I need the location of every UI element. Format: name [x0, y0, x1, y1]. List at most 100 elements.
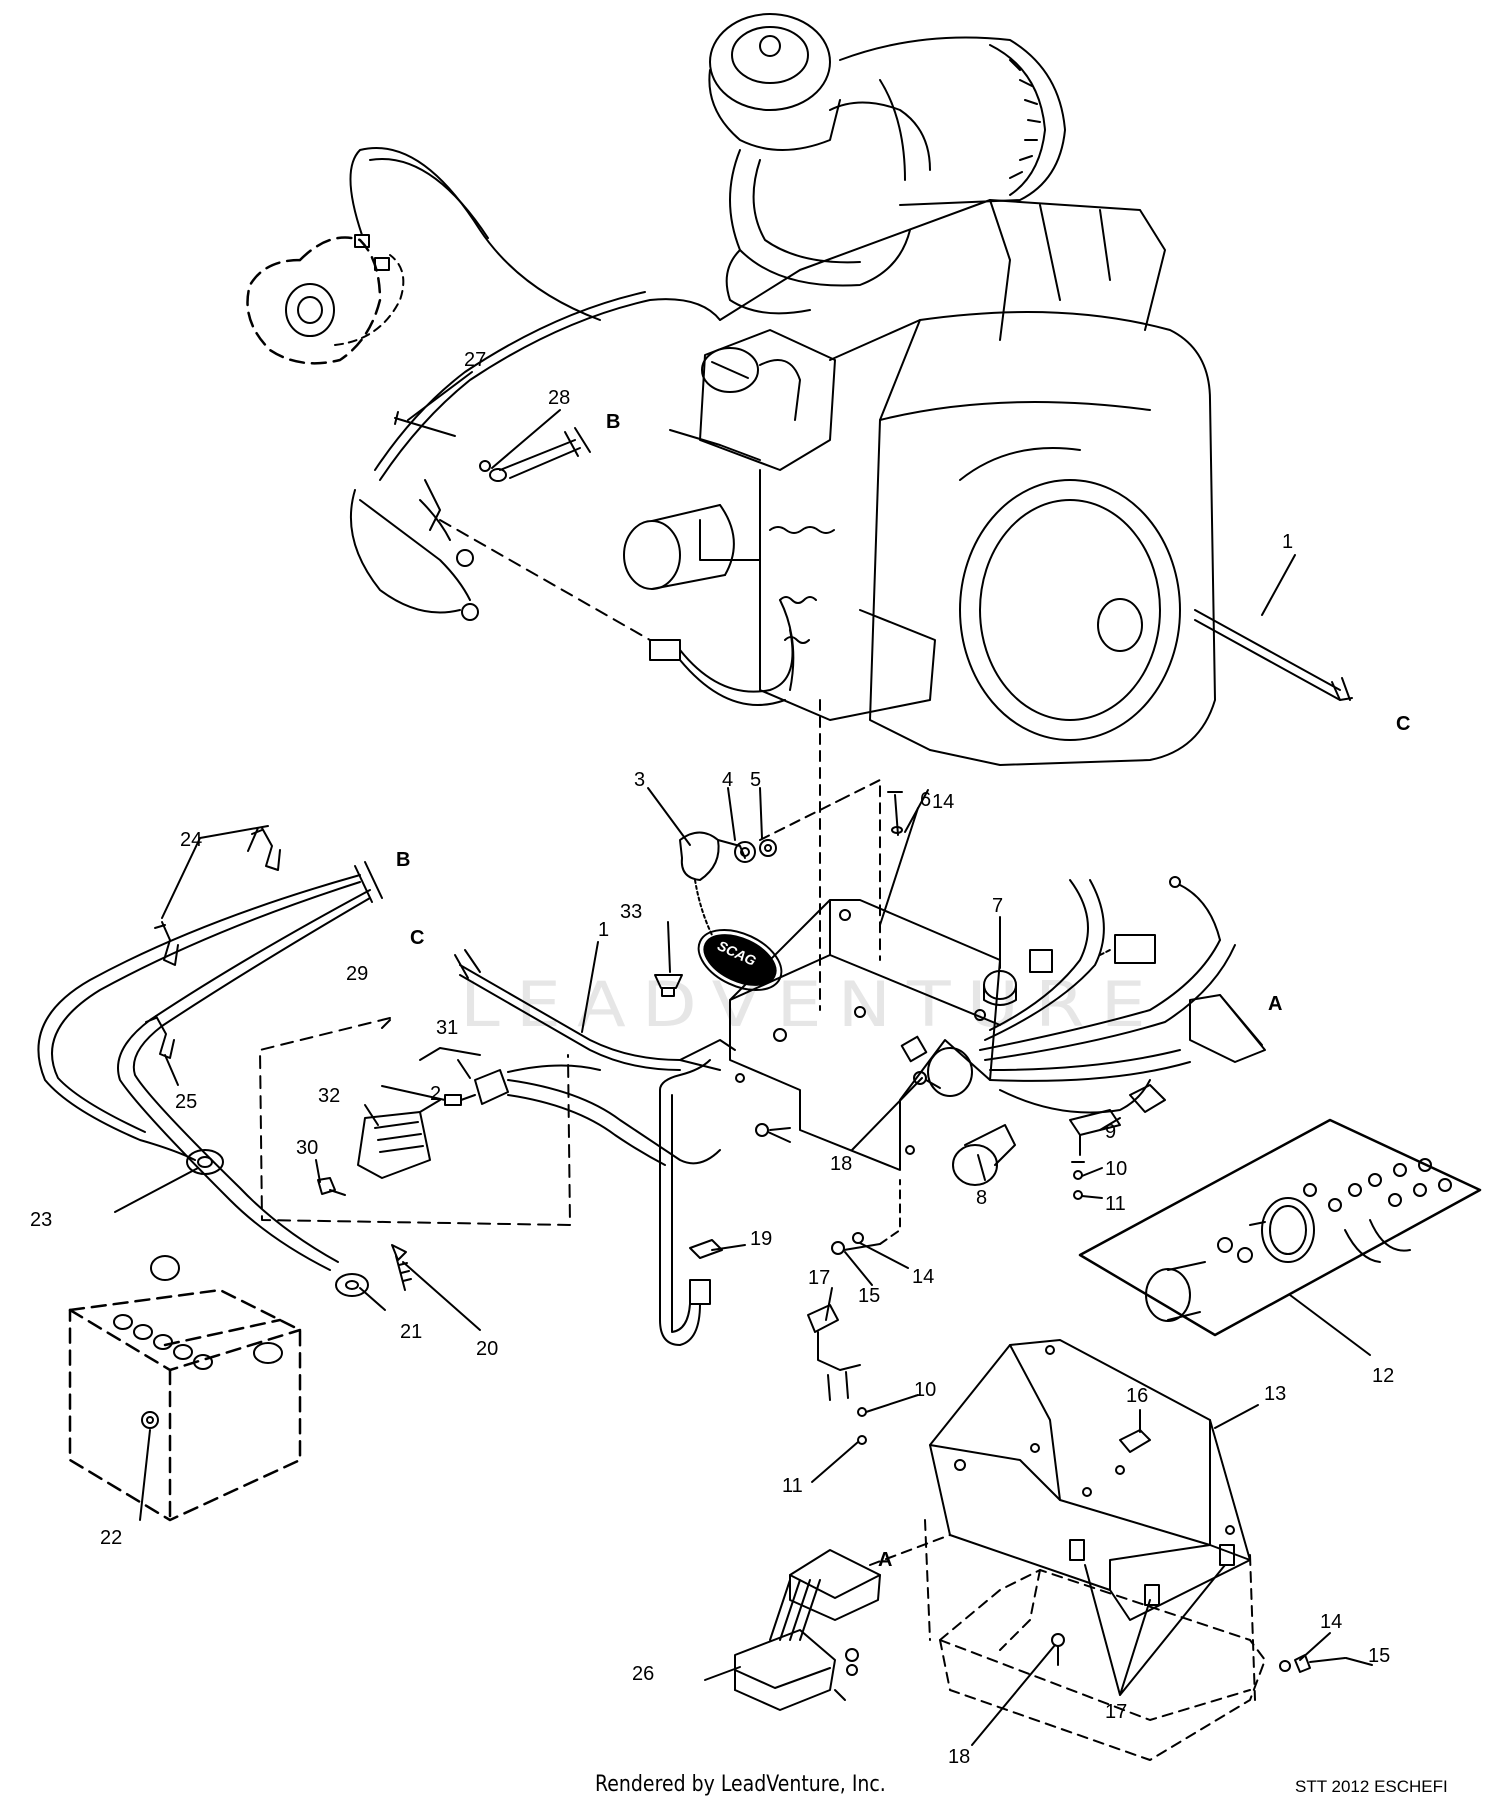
part-labels: 1 1 2 3 4 5 6 7 8 9 10 10 11 11 12 13 14… [30, 349, 1394, 1768]
hardware-kit-item-12 [1078, 1118, 1482, 1337]
screw-item-18-lower [1051, 1633, 1065, 1666]
control-panel-bracket [729, 699, 1001, 1171]
air-cleaner-housing [839, 36, 1066, 206]
nut-item-16 [1119, 1429, 1151, 1453]
connector-item-31 [474, 1069, 509, 1105]
label-part-12: 12 [1372, 1365, 1394, 1387]
indicator-light-item-33 [654, 974, 683, 997]
ref-letter-c: C [410, 927, 424, 949]
label-part-23: 23 [30, 1209, 52, 1231]
ref-letter-c: C [1396, 713, 1410, 735]
label-part-14: 14 [932, 791, 954, 813]
label-part-4: 4 [722, 769, 733, 791]
label-part-6: 6 [920, 789, 931, 811]
starter-body [759, 559, 936, 721]
harness-item-29-box [259, 1017, 721, 1226]
label-part-28: 28 [548, 387, 570, 409]
cable-1-right [1194, 609, 1353, 701]
ground-strap-item-28 [394, 411, 591, 482]
label-part-24: 24 [180, 829, 202, 851]
label-part-16: 16 [1126, 1385, 1148, 1407]
engine-harness [349, 291, 794, 706]
control-box-cover [869, 1519, 1266, 1761]
key-tag [697, 928, 783, 992]
label-part-7: 7 [992, 895, 1003, 917]
label-part-33: 33 [620, 901, 642, 923]
air-cleaner-cap [709, 13, 831, 111]
label-part-22: 22 [100, 1527, 122, 1549]
oil-filter [623, 520, 681, 590]
relay-item-9 [1069, 1109, 1121, 1200]
label-part-10: 10 [1105, 1158, 1127, 1180]
stator-lead-wire [349, 146, 601, 321]
label-part-15: 15 [1368, 1645, 1390, 1667]
ref-letter-a: A [878, 1549, 892, 1571]
connector-a [1189, 994, 1266, 1063]
leader-lines [114, 371, 1373, 1746]
ignition-switch: SCAG [679, 799, 841, 992]
label-part-1: 1 [598, 919, 609, 941]
coiled-harness [769, 526, 835, 644]
battery-posts [113, 1255, 283, 1429]
reference-letters: A A B B C C [396, 411, 1410, 1571]
bolt-item-14-upper [887, 791, 903, 836]
clamp-item-24-a [154, 921, 179, 966]
ref-letter-b: B [396, 849, 410, 871]
label-part-31: 31 [436, 1017, 458, 1039]
label-part-11: 11 [1105, 1193, 1126, 1215]
control-box-item-13 [929, 1339, 1251, 1621]
label-part-14: 14 [1320, 1611, 1342, 1633]
bolt-item-15 [831, 1179, 901, 1255]
ref-letter-b: B [606, 411, 620, 433]
label-part-19: 19 [750, 1228, 772, 1250]
label-part-1: 1 [1282, 531, 1293, 553]
flywheel-cover [959, 479, 1181, 741]
main-wiring-harness [979, 876, 1266, 1114]
label-part-26: 26 [632, 1663, 654, 1685]
label-part-29: 29 [346, 963, 368, 985]
label-part-32: 32 [318, 1085, 340, 1107]
engine-shroud-top [719, 199, 1166, 331]
label-part-8: 8 [976, 1187, 987, 1209]
label-part-11: 11 [782, 1475, 803, 1497]
terminal-item-30 [317, 1177, 336, 1195]
regulator-item-26 [734, 1549, 881, 1711]
clamp-item-25 [145, 1015, 175, 1059]
panel-hole [927, 1047, 973, 1097]
label-part-17: 17 [1105, 1701, 1127, 1723]
battery [68, 1288, 302, 1522]
label-part-21: 21 [400, 1321, 422, 1343]
engine [623, 13, 1216, 766]
valve-cover [699, 329, 836, 471]
label-part-14: 14 [912, 1266, 934, 1288]
fuse-item-2 [444, 1094, 462, 1106]
label-part-18: 18 [830, 1153, 852, 1175]
fuse-holder-item-17 [807, 1304, 867, 1445]
hour-meter-item-8 [952, 1124, 1016, 1186]
label-part-18: 18 [948, 1746, 970, 1768]
label-part-20: 20 [476, 1338, 498, 1360]
label-part-10: 10 [914, 1379, 936, 1401]
connector-a-lower [789, 1549, 881, 1621]
intake-tube [729, 149, 911, 287]
screws-item-18 [755, 1071, 941, 1143]
battery-cables-item-23 [37, 827, 383, 1297]
label-part-3: 3 [634, 769, 645, 791]
regulator-item-32 [357, 1111, 431, 1179]
stator-assembly [246, 146, 601, 365]
label-part-13: 13 [1264, 1383, 1286, 1405]
label-part-25: 25 [175, 1091, 197, 1113]
meter-face [1145, 1268, 1191, 1322]
footer-rendered-by: Rendered by LeadVenture, Inc. [595, 1772, 886, 1797]
connector-item-19 [659, 1059, 723, 1346]
cable-1-left [454, 949, 736, 1071]
switch-item-7 [983, 949, 1053, 1006]
label-part-27: 27 [464, 349, 486, 371]
engine-block [829, 311, 1216, 766]
meter-housing [1261, 1197, 1315, 1263]
bolt-item-15-lower [1279, 1654, 1346, 1673]
label-part-2: 2 [430, 1083, 441, 1105]
label-part-9: 9 [1105, 1121, 1116, 1143]
label-part-17: 17 [808, 1267, 830, 1289]
